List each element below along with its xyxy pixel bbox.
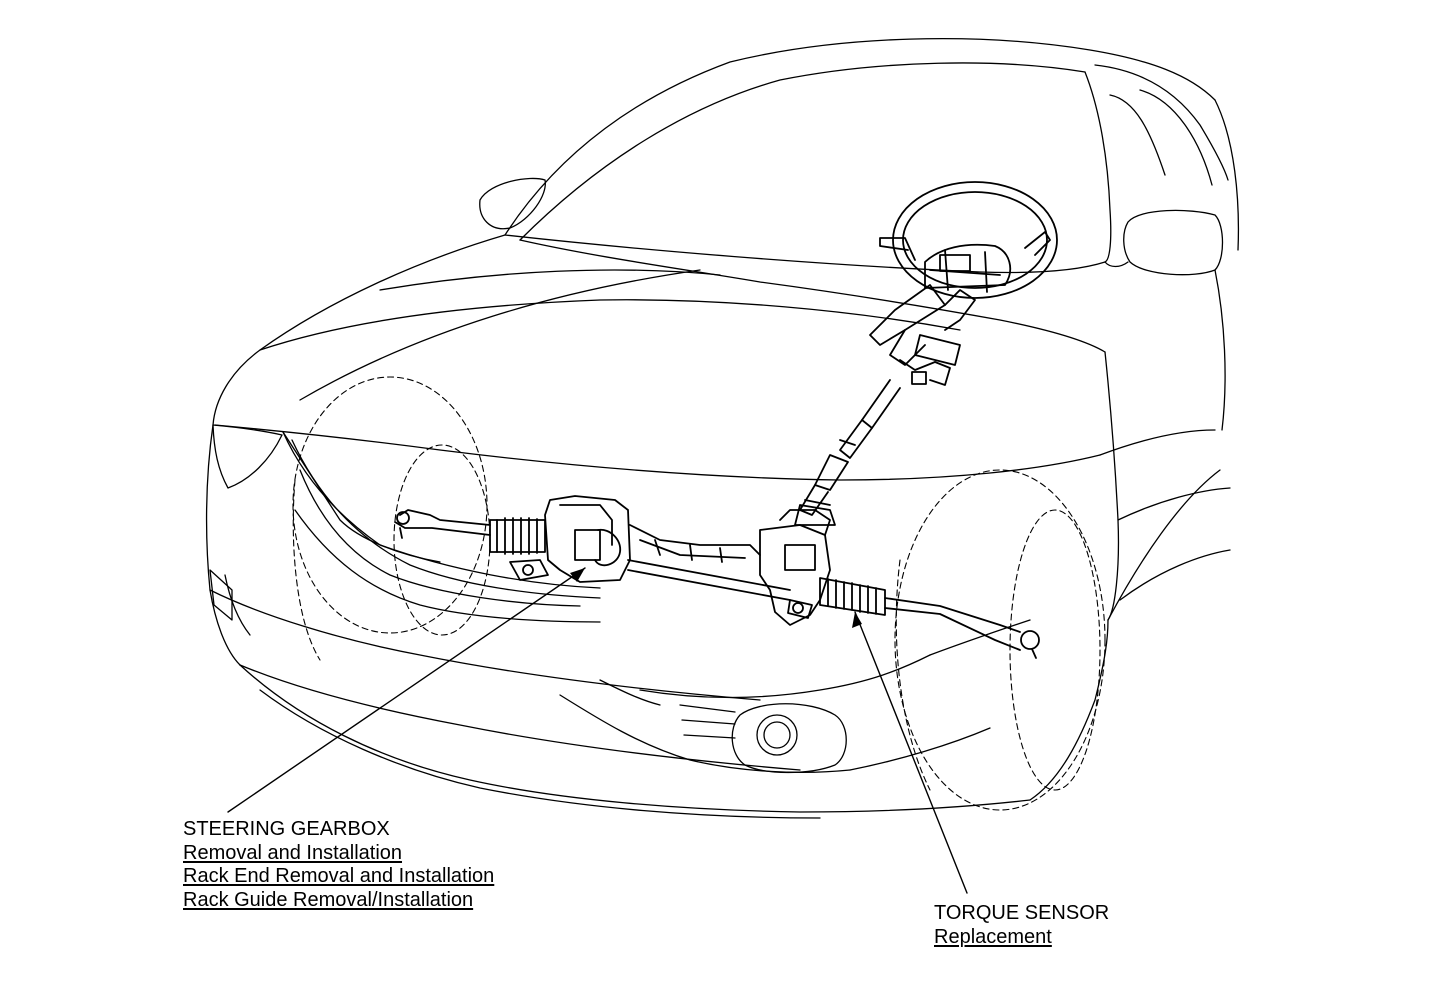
leader-lines — [227, 567, 968, 894]
front-right-wheel — [894, 469, 1106, 811]
gearbox-removal-installation-link[interactable]: Removal and Installation — [183, 841, 403, 864]
steering-wheel — [879, 181, 1058, 299]
steering-gearbox — [394, 495, 1040, 659]
torque-sensor-leader-line — [854, 611, 968, 894]
wheels-hidden — [292, 376, 1106, 811]
front-left-wheel — [292, 376, 488, 634]
steering-gearbox-callout: STEERING GEARBOX Removal and Installatio… — [183, 818, 494, 912]
car-body-outline — [205, 38, 1240, 819]
torque-sensor-replacement-link[interactable]: Replacement — [934, 925, 1052, 948]
rack-guide-removal-installation-link[interactable]: Rack Guide Removal/Installation — [183, 888, 474, 911]
steering-column — [794, 284, 976, 526]
rack-end-removal-installation-link[interactable]: Rack End Removal and Installation — [183, 865, 495, 887]
gearbox-arrowhead — [570, 568, 585, 582]
steering-gearbox-title: STEERING GEARBOX — [183, 818, 390, 840]
torque-sensor-title: TORQUE SENSOR — [934, 902, 1110, 924]
torque-sensor-callout: TORQUE SENSOR Replacement — [934, 902, 1109, 949]
torque-sensor-arrowhead — [852, 612, 862, 628]
gearbox-leader-line — [227, 567, 586, 813]
